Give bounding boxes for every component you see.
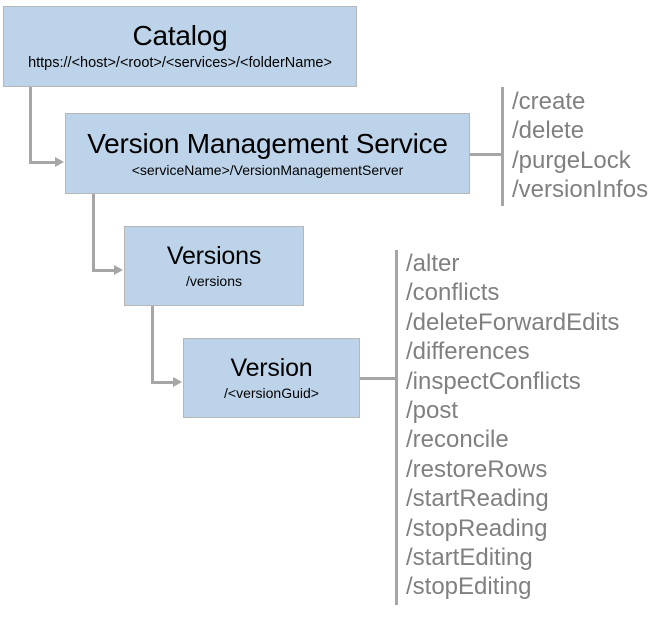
operation-item[interactable]: /differences xyxy=(406,338,530,366)
connector-vms-to-versions-vertical xyxy=(92,194,95,272)
operation-item[interactable]: /purgeLock xyxy=(512,146,631,174)
operation-item[interactable]: /stopEditing xyxy=(406,573,532,601)
node-catalog-title: Catalog xyxy=(132,20,228,52)
connector-catalog-to-vms-vertical xyxy=(29,87,32,164)
node-version-management-service-title: Version Management Service xyxy=(87,127,448,159)
operation-item[interactable]: /startReading xyxy=(406,485,549,513)
operation-item[interactable]: /conflicts xyxy=(406,279,500,307)
connector-versions-to-version-vertical xyxy=(151,306,154,384)
connector-vms-to-versions-arrow xyxy=(114,265,123,275)
operation-item[interactable]: /reconcile xyxy=(406,426,509,454)
operation-list-version: /alter /conflicts /deleteForwardEdits /d… xyxy=(406,249,619,602)
node-catalog[interactable]: Catalog https://<host>/<root>/<services>… xyxy=(3,6,357,87)
operation-item[interactable]: /inspectConflicts xyxy=(406,367,581,395)
node-version[interactable]: Version /<versionGuid> xyxy=(183,338,360,418)
operation-item[interactable]: /post xyxy=(406,397,459,425)
connector-catalog-to-vms-horizontal xyxy=(29,161,56,164)
operation-item[interactable]: /delete xyxy=(512,117,585,145)
node-version-subtitle: /<versionGuid> xyxy=(224,384,319,401)
bracket-stub-version-operations xyxy=(360,377,398,380)
bracket-line-vms-operations xyxy=(501,87,504,206)
operation-item[interactable]: /alter xyxy=(406,250,460,277)
node-version-management-service-subtitle: <serviceName>/VersionManagementServer xyxy=(131,161,404,178)
connector-versions-to-version-arrow xyxy=(173,377,182,387)
connector-versions-to-version-horizontal xyxy=(151,381,177,384)
node-version-title: Version xyxy=(230,354,313,383)
node-versions[interactable]: Versions /versions xyxy=(124,226,304,306)
node-catalog-subtitle: https://<host>/<root>/<services>/<folder… xyxy=(28,54,332,71)
operation-item[interactable]: /create xyxy=(512,88,586,115)
bracket-stub-vms-operations xyxy=(470,153,504,156)
bracket-line-version-operations xyxy=(395,250,398,605)
operation-list-vms: /create /delete /purgeLock /versionInfos xyxy=(512,87,648,205)
operation-item[interactable]: /deleteForwardEdits xyxy=(406,308,620,336)
operation-item[interactable]: /startEditing xyxy=(406,544,533,572)
connector-catalog-to-vms-arrow xyxy=(55,157,64,167)
node-version-management-service[interactable]: Version Management Service <serviceName>… xyxy=(65,113,470,194)
operation-item[interactable]: /stopReading xyxy=(406,514,548,542)
operation-item[interactable]: /versionInfos xyxy=(512,176,649,204)
connector-vms-to-versions-horizontal xyxy=(92,269,118,272)
node-versions-subtitle: /versions xyxy=(185,272,243,289)
node-versions-title: Versions xyxy=(166,242,262,271)
operation-item[interactable]: /restoreRows xyxy=(406,455,548,483)
